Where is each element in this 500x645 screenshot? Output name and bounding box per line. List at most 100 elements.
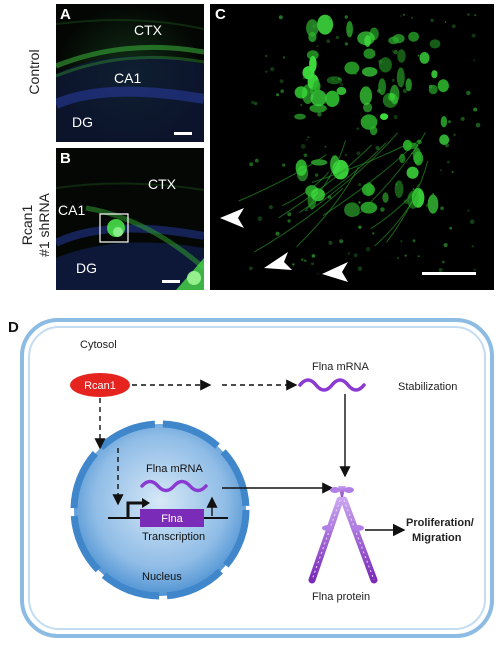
fluorescent-punctum (466, 90, 471, 96)
fluorescent-punctum (440, 206, 444, 211)
rcan1-protein (70, 373, 130, 397)
fluorescent-cell (388, 36, 399, 45)
fluorescent-punctum (412, 188, 415, 191)
fluorescent-punctum (393, 49, 398, 55)
fluorescent-punctum (444, 21, 447, 23)
fluorescent-punctum (249, 162, 254, 167)
fluorescent-punctum (451, 24, 456, 29)
neurite-process (386, 160, 429, 243)
fluorescent-punctum (311, 262, 314, 266)
panel-b-ctx-label: CTX (148, 176, 176, 192)
arrowhead-1 (220, 208, 244, 228)
cytosol-label: Cytosol (80, 339, 117, 351)
fluorescent-cell (405, 78, 412, 92)
fluorescent-cell (363, 48, 376, 59)
fluorescent-punctum (467, 209, 470, 212)
fluorescent-cell (336, 86, 347, 96)
fluorescent-punctum (402, 88, 408, 93)
panel-d: D Cytosol Rcan1 Flna mRNA Stabilization … (0, 298, 500, 640)
fluorescent-punctum (475, 122, 481, 128)
fluorescent-punctum (451, 171, 454, 173)
fluorescent-cell (365, 182, 373, 195)
stabilization-label: Stabilization (398, 381, 457, 393)
fluorescent-cell (412, 147, 422, 164)
fluorescent-cell (325, 90, 340, 108)
fluorescent-cell (406, 166, 419, 179)
panel-a-letter: A (60, 6, 71, 23)
fluorescent-punctum (292, 263, 295, 266)
fluorescent-punctum (428, 84, 433, 89)
outcome-label-line1: Proliferation/ (406, 517, 474, 529)
fluorescent-punctum (339, 82, 344, 87)
fluorescent-punctum (338, 77, 341, 81)
fluorescent-punctum (378, 59, 383, 64)
fluorescent-punctum (473, 107, 478, 112)
fluorescent-cell (311, 159, 328, 166)
fluorescent-punctum (335, 35, 339, 40)
fluorescent-punctum (254, 158, 259, 163)
neurite-process (322, 139, 420, 217)
fluorescent-punctum (397, 257, 399, 260)
fluorescent-cell (429, 39, 441, 49)
fluorescent-punctum (380, 207, 385, 212)
fluorescent-punctum (347, 30, 350, 33)
fluorescent-punctum (265, 55, 268, 57)
fluorescent-punctum (417, 54, 420, 57)
fluorescent-punctum (430, 18, 434, 22)
fluorescent-punctum (300, 258, 304, 262)
fluorescent-punctum (357, 266, 363, 271)
panel-b-dg-label: DG (76, 260, 97, 276)
panel-c-image: C (210, 4, 494, 290)
arrowhead-3 (322, 262, 348, 282)
fluorescent-punctum (254, 101, 258, 106)
fluorescent-punctum (447, 160, 450, 164)
fluorescent-punctum (377, 88, 382, 93)
fluorescent-punctum (280, 89, 284, 93)
fluorescent-punctum (375, 146, 380, 150)
fluorescent-punctum (469, 219, 475, 224)
fluorescent-punctum (303, 153, 308, 158)
fluorescent-cell (294, 113, 306, 120)
fluorescent-punctum (395, 183, 398, 186)
fluorescent-punctum (356, 127, 360, 130)
fluorescent-punctum (433, 204, 439, 209)
outcome-label-line2: Migration (412, 532, 462, 544)
fluorescent-punctum (316, 45, 319, 48)
fluorescent-punctum (417, 255, 420, 258)
panel-a-scale-bar (174, 132, 192, 135)
fluorescent-cell (344, 202, 360, 217)
fluorescent-punctum (282, 56, 286, 59)
fluorescent-cell (439, 134, 450, 145)
fluorescent-cell (397, 49, 406, 63)
flna-mrna-cytosol-label: Flna mRNA (312, 361, 370, 373)
fluorescent-punctum (279, 79, 284, 84)
panel-a-dg-label: DG (72, 114, 93, 130)
flna-mrna-nucleus-label: Flna mRNA (146, 463, 204, 475)
fluorescent-cell (344, 61, 360, 75)
fluorescent-punctum (354, 72, 357, 76)
neurite-process (356, 132, 426, 217)
panel-b-side-label: Rcan1 #1 shRNA (19, 185, 53, 265)
fluorescent-punctum (425, 203, 430, 208)
fluorescent-cell (394, 180, 404, 198)
fluorescent-punctum (364, 209, 368, 213)
panel-b-image: B CTX CA1 DG (56, 148, 204, 290)
fluorescent-cell (306, 50, 319, 60)
fluorescent-punctum (306, 138, 308, 141)
arrowhead-2 (264, 252, 292, 270)
fluorescent-cell (302, 66, 315, 80)
fluorescent-punctum (265, 70, 268, 73)
fluorescent-punctum (372, 232, 375, 235)
fluorescent-punctum (404, 254, 407, 257)
fluorescent-punctum (300, 103, 303, 107)
fluorescent-cell (427, 194, 439, 214)
fluorescent-punctum (300, 144, 306, 149)
fluorescent-cell (382, 192, 389, 203)
fluorescent-punctum (278, 15, 283, 20)
panel-a-ctx-label: CTX (134, 22, 162, 38)
fluorescent-punctum (328, 240, 333, 245)
fluorescent-cell (419, 52, 430, 64)
nucleus-label: Nucleus (142, 571, 182, 583)
fluorescent-punctum (453, 133, 456, 137)
fluorescent-punctum (270, 67, 275, 72)
